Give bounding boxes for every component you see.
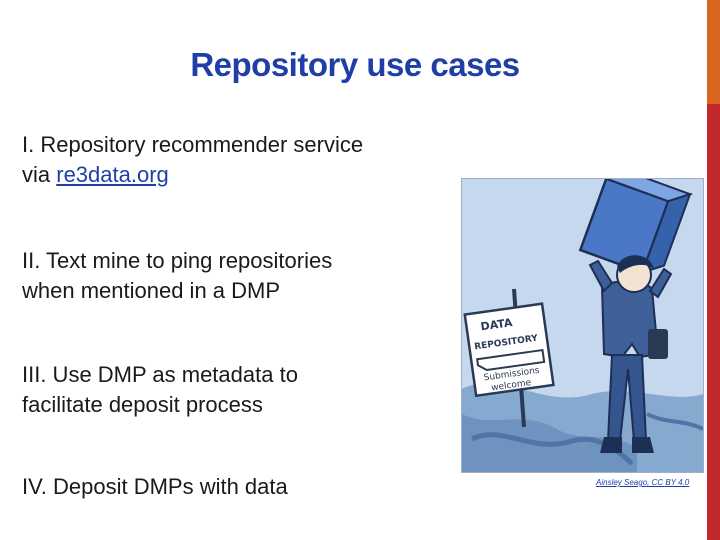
list-item-1: I. Repository recommender service via re… xyxy=(22,130,462,190)
list-item-4-line1: IV. Deposit DMPs with data xyxy=(22,474,288,499)
list-item-3-line1: III. Use DMP as metadata to xyxy=(22,362,298,387)
list-item-3: III. Use DMP as metadata to facilitate d… xyxy=(22,360,462,420)
list-item-2-line1: II. Text mine to ping repositories xyxy=(22,248,333,273)
list-item-1-line1: I. Repository recommender service xyxy=(22,132,364,157)
accent-bar xyxy=(707,0,720,540)
list-item-1-line2: via re3data.org xyxy=(22,160,462,190)
accent-bar-top xyxy=(707,0,720,104)
slide-title: Repository use cases xyxy=(190,46,520,83)
re3data-link[interactable]: re3data.org xyxy=(56,162,169,187)
list-item-4: IV. Deposit DMPs with data xyxy=(22,472,462,502)
list-item-2: II. Text mine to ping repositories when … xyxy=(22,246,462,306)
image-credit-link[interactable]: Ainsley Seago, CC BY 4.0 xyxy=(596,478,690,487)
sign-text-data: DATA xyxy=(480,316,514,333)
list-item-2-line2: when mentioned in a DMP xyxy=(22,278,281,303)
accent-bar-bottom xyxy=(707,104,720,540)
list-item-1-prefix: via xyxy=(22,162,57,187)
list-item-3-line2: facilitate deposit process xyxy=(22,392,263,417)
data-repository-illustration: DATA REPOSITORY Submissions welcome xyxy=(461,178,704,473)
